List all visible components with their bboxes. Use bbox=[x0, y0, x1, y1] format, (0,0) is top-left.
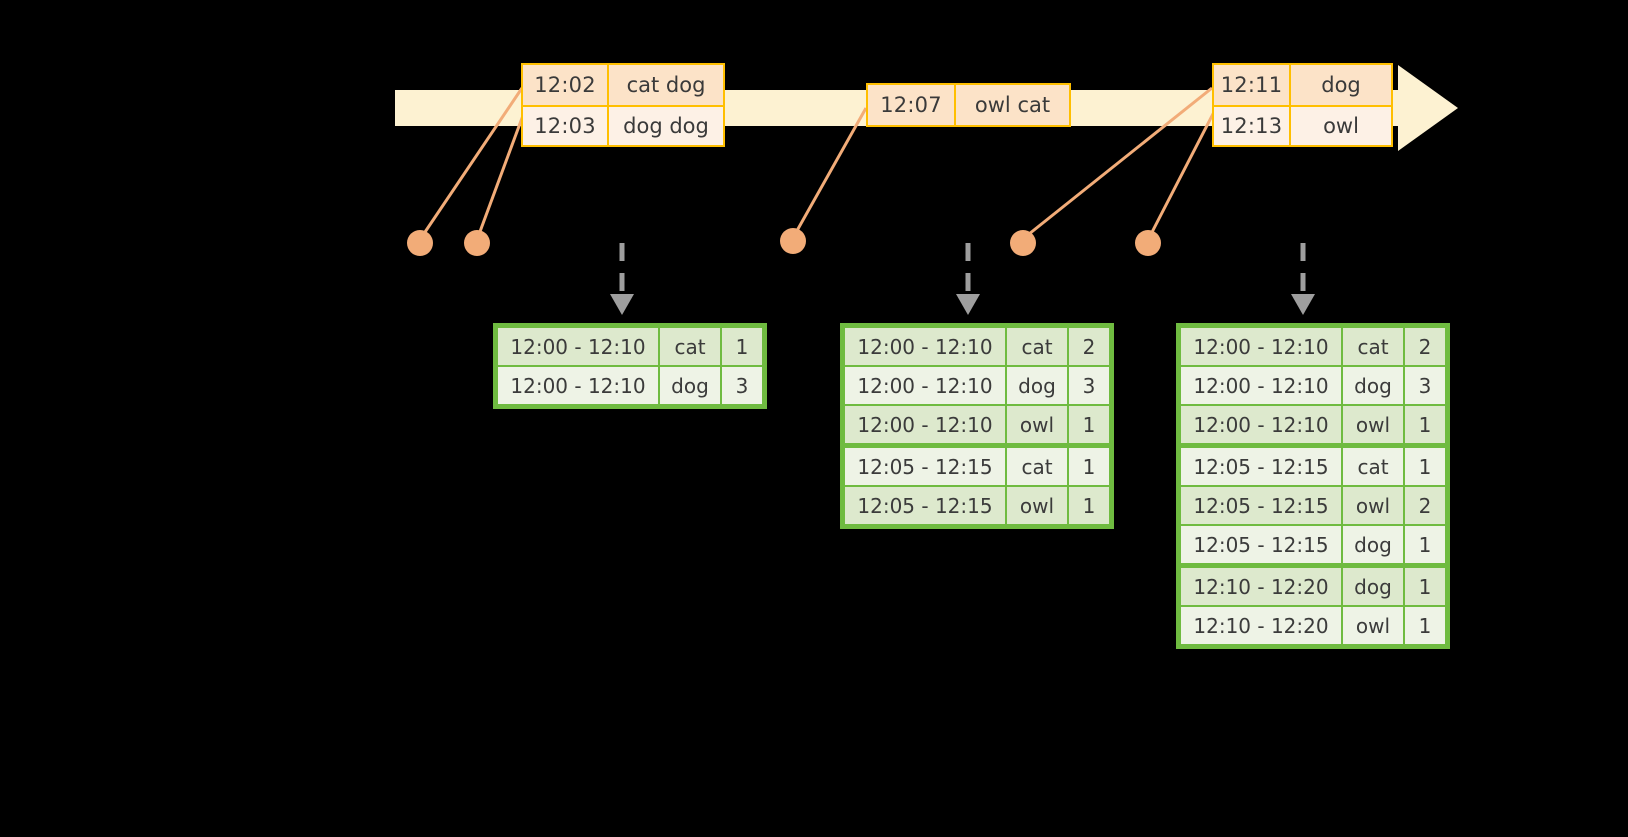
cell-count: 2 bbox=[1405, 487, 1445, 524]
cell-word: owl bbox=[1343, 406, 1403, 443]
cell-word: owl bbox=[1343, 607, 1403, 644]
cell-window: 12:05 - 12:15 bbox=[1181, 487, 1341, 524]
event-words: owl bbox=[1291, 107, 1391, 145]
leader-line-3 bbox=[792, 107, 868, 237]
event-dot-1 bbox=[407, 230, 433, 256]
cell-count: 3 bbox=[1405, 367, 1445, 404]
cell-word: owl bbox=[1007, 406, 1067, 443]
down-arrow-icon-1 bbox=[610, 294, 634, 315]
event-time: 12:13 bbox=[1214, 107, 1291, 145]
cell-window: 12:05 - 12:15 bbox=[1181, 526, 1341, 563]
leader-line-5 bbox=[1147, 109, 1217, 239]
event-dot-5 bbox=[1135, 230, 1161, 256]
down-arrow-icon-3 bbox=[1291, 294, 1315, 315]
cell-count: 2 bbox=[1405, 328, 1445, 365]
timeline-event-row[interactable]: 12:13 owl bbox=[1214, 105, 1391, 145]
event-time: 12:03 bbox=[523, 107, 609, 145]
event-words: dog dog bbox=[609, 107, 723, 145]
cell-window: 12:00 - 12:10 bbox=[1181, 406, 1341, 443]
event-words: owl cat bbox=[956, 85, 1069, 125]
cell-word: dog bbox=[1343, 568, 1403, 605]
cell-window: 12:05 - 12:15 bbox=[845, 448, 1005, 485]
event-time: 12:11 bbox=[1214, 65, 1291, 105]
cell-count: 1 bbox=[1405, 568, 1445, 605]
cell-word: cat bbox=[1343, 328, 1403, 365]
cell-word: dog bbox=[1343, 367, 1403, 404]
cell-window: 12:10 - 12:20 bbox=[1181, 568, 1341, 605]
cell-window: 12:00 - 12:10 bbox=[498, 328, 658, 365]
cell-count: 1 bbox=[1069, 487, 1109, 524]
cell-word: cat bbox=[1343, 448, 1403, 485]
event-words: dog bbox=[1291, 65, 1391, 105]
timeline-event-box-1[interactable]: 12:02 cat dog 12:03 dog dog bbox=[521, 63, 725, 147]
cell-word: dog bbox=[1343, 526, 1403, 563]
cell-word: cat bbox=[660, 328, 720, 365]
cell-word: dog bbox=[660, 367, 720, 404]
cell-count: 2 bbox=[1069, 328, 1109, 365]
dashed-arrow-heads bbox=[610, 294, 1315, 315]
cell-count: 1 bbox=[1069, 406, 1109, 443]
cell-window: 12:00 - 12:10 bbox=[845, 367, 1005, 404]
cell-word: owl bbox=[1343, 487, 1403, 524]
timeline-event-row[interactable]: 12:11 dog bbox=[1214, 65, 1391, 105]
cell-word: cat bbox=[1007, 328, 1067, 365]
cell-word: cat bbox=[1007, 448, 1067, 485]
timeline-event-box-2[interactable]: 12:07 owl cat bbox=[866, 83, 1071, 127]
cell-count: 1 bbox=[722, 328, 762, 365]
cell-count: 1 bbox=[1405, 448, 1445, 485]
cell-window: 12:10 - 12:20 bbox=[1181, 607, 1341, 644]
cell-window: 12:00 - 12:10 bbox=[845, 406, 1005, 443]
event-time: 12:02 bbox=[523, 65, 609, 105]
cell-window: 12:00 - 12:10 bbox=[845, 328, 1005, 365]
cell-window: 12:05 - 12:15 bbox=[1181, 448, 1341, 485]
event-marker-dots bbox=[407, 228, 1161, 256]
cell-window: 12:00 - 12:10 bbox=[1181, 328, 1341, 365]
event-dot-3 bbox=[780, 228, 806, 254]
down-arrow-icon-2 bbox=[956, 294, 980, 315]
cell-window: 12:00 - 12:10 bbox=[498, 367, 658, 404]
cell-count: 1 bbox=[1405, 607, 1445, 644]
cell-count: 1 bbox=[1405, 406, 1445, 443]
cell-count: 1 bbox=[1405, 526, 1445, 563]
cell-word: dog bbox=[1007, 367, 1067, 404]
event-words: cat dog bbox=[609, 65, 723, 105]
cell-count: 3 bbox=[1069, 367, 1109, 404]
leader-line-2 bbox=[476, 109, 527, 238]
cell-window: 12:00 - 12:10 bbox=[1181, 367, 1341, 404]
timeline-event-box-3[interactable]: 12:11 dog 12:13 owl bbox=[1212, 63, 1393, 147]
event-dot-2 bbox=[464, 230, 490, 256]
timeline-arrowhead-icon bbox=[1398, 65, 1458, 151]
cell-word: owl bbox=[1007, 487, 1067, 524]
timeline-event-row[interactable]: 12:07 owl cat bbox=[868, 85, 1069, 125]
event-dot-4 bbox=[1010, 230, 1036, 256]
cell-count: 1 bbox=[1069, 448, 1109, 485]
timeline-event-row[interactable]: 12:02 cat dog bbox=[523, 65, 723, 105]
cell-count: 3 bbox=[722, 367, 762, 404]
timeline-event-row[interactable]: 12:03 dog dog bbox=[523, 105, 723, 145]
cell-window: 12:05 - 12:15 bbox=[845, 487, 1005, 524]
event-time: 12:07 bbox=[868, 85, 956, 125]
